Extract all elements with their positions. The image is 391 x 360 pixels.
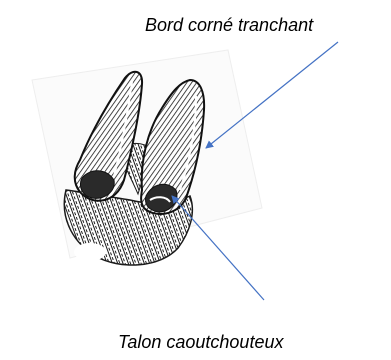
base-highlight bbox=[74, 243, 106, 261]
label-talon-caoutchouteux: Talon caoutchouteux bbox=[118, 331, 283, 353]
label-bord-corne-tranchant: Bord corné tranchant bbox=[145, 14, 313, 36]
